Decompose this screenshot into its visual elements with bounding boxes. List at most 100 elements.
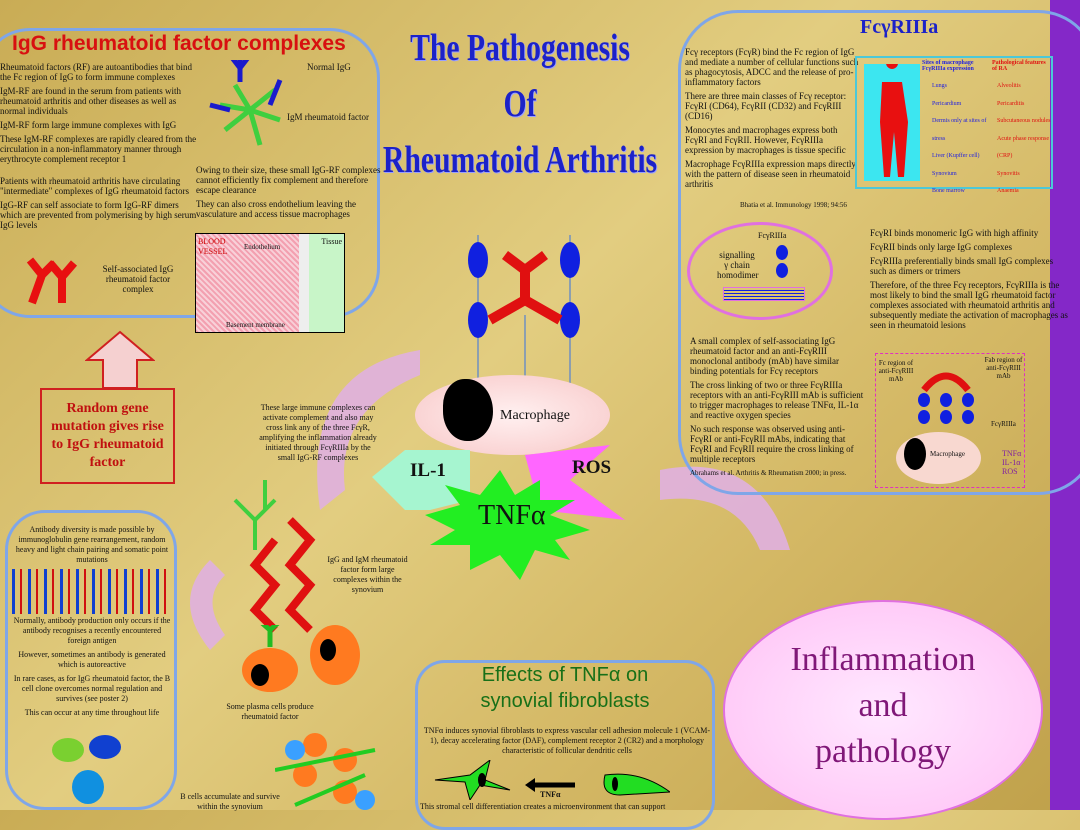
- citation: Abrahams et al. Arthritis & Rheumatism 2…: [690, 469, 847, 477]
- igm-complex-diagram: [209, 60, 283, 146]
- diversity-text: Antibody diversity is made possible by i…: [12, 525, 172, 722]
- b-cell-cluster: [275, 733, 376, 810]
- diversity-panel: [5, 510, 177, 810]
- para: The cross linking of two or three FcγRII…: [690, 380, 864, 420]
- fc-panel-heading: FcγRIIIa: [860, 16, 939, 38]
- cytokine-shapes: [372, 445, 625, 580]
- tnf-bottom-text: This stromal cell differentiation create…: [420, 802, 666, 811]
- il1-label: IL-1: [410, 460, 446, 481]
- site-item: Synovium: [932, 170, 957, 177]
- size-text: Owing to their size, these small IgG-RF …: [196, 165, 384, 223]
- para: Fcγ receptors (FcγR) bind the Fc region …: [685, 47, 859, 87]
- para: These IgM-RF complexes are rapidly clear…: [0, 134, 197, 164]
- blood-vessel-diagram: BLOOD VESSEL Endothelium Tissue Basement…: [195, 233, 345, 333]
- para: Normally, antibody production only occur…: [13, 616, 171, 645]
- output-item: ROS: [1002, 467, 1018, 476]
- feature-item: Acute phase response (CRP): [997, 135, 1049, 160]
- plasma-text: Some plasma cells produce rheumatoid fac…: [226, 702, 314, 721]
- fc-panel-text: Fcγ receptors (FcγR) bind the Fc region …: [685, 47, 860, 193]
- para: FcγRI binds monomeric IgG with high affi…: [870, 228, 1039, 238]
- citation: Bhatia et al. Immunology 1998; 94:56: [740, 201, 847, 209]
- para: However, sometimes an antibody is genera…: [18, 650, 166, 669]
- para: Patients with rheumatoid arthritis have …: [0, 176, 190, 196]
- fc-lower-text: A small complex of self-associating IgG …: [690, 336, 865, 482]
- fibroblast-diagram: [434, 760, 670, 800]
- random-mutation-box: Random gene mutation gives rise to IgG r…: [40, 388, 175, 484]
- igm-rf-label: IgM rheumatoid factor: [287, 112, 369, 122]
- inflammation-ellipse: Inflammation and pathology: [723, 600, 1043, 820]
- sites-header: Sites of macrophage FcγRIIIa expression: [922, 60, 974, 72]
- para: FcγRII binds only large IgG complexes: [870, 242, 1013, 252]
- para: Monocytes and macrophages express both F…: [685, 125, 846, 155]
- title-line: Rheumatoid Arthritis: [382, 139, 658, 181]
- normal-igg-label: Normal IgG: [307, 62, 351, 72]
- feature-item: Synovitis: [997, 170, 1020, 177]
- inflammation-line: pathology: [815, 733, 951, 770]
- para: IgM-RF are found in the serum from patie…: [0, 86, 181, 116]
- crosslink-diagram: Fc region of anti-FcγRIII mAb Fab region…: [875, 353, 1025, 488]
- ros-label: ROS: [572, 457, 612, 478]
- antibody-structure-icon: [52, 735, 121, 804]
- blood-vessel-label: BLOOD VESSEL: [198, 237, 228, 256]
- title-line: The Pathogenesis: [410, 27, 630, 69]
- para: IgM-RF form large immune complexes with …: [0, 120, 177, 130]
- feature-item: Subcutaneous nodules: [997, 118, 1051, 124]
- igg-panel-heading: IgG rheumatoid factor complexes: [12, 32, 346, 55]
- receptor-cell-diagram: FcγRIIIa signalling γ chain homodimer: [687, 222, 833, 320]
- site-item: Bone marrow: [932, 188, 965, 194]
- heading-line: synovial fibroblasts: [480, 690, 650, 712]
- bcells-text: B cells accumulate and survive within th…: [180, 792, 280, 811]
- complex-diagram: [233, 480, 316, 633]
- para: Owing to their size, these small IgG-RF …: [196, 165, 381, 195]
- macrophage-label: Macrophage: [930, 450, 965, 458]
- right-edge-strip: [1050, 0, 1080, 810]
- output-item: IL-1α: [1002, 458, 1021, 467]
- up-arrow-icon: [85, 330, 155, 389]
- inflammation-line: and: [858, 687, 908, 724]
- signalling-label: signalling γ chain homodimer: [717, 250, 759, 280]
- site-item: Dermis only at sites of stress: [932, 118, 987, 142]
- features-header: Pathological features of RA: [992, 60, 1046, 72]
- para: FcγRIIIa preferentially binds small IgG …: [870, 256, 1054, 276]
- cycle-arrows: [190, 350, 790, 650]
- para: In rare cases, as for IgG rheumatoid fac…: [13, 674, 171, 703]
- tnf-panel-heading: Effects of TNFα on synovial fibroblasts: [420, 662, 710, 714]
- para: They can also cross endothelium leaving …: [196, 199, 356, 219]
- macrophage-label: Macrophage: [500, 408, 570, 423]
- dna-icon: [12, 569, 172, 614]
- fc-right-text: FcγRI binds monomeric IgG with high affi…: [870, 228, 1070, 334]
- feature-item: Pericarditis: [997, 100, 1025, 107]
- complex-text: These large immune complexes can activat…: [259, 403, 377, 462]
- page-title: The Pathogenesis Of Rheumatoid Arthritis: [380, 20, 661, 188]
- receptor-label: FcγRIIIa: [758, 231, 787, 240]
- feature-item: Alveolitis: [997, 83, 1021, 89]
- site-item: Liver (Kupffer cell): [932, 153, 980, 159]
- igg-igm-text: IgG and IgM rheumatoid factor form large…: [327, 555, 408, 594]
- para: No such response was observed using anti…: [690, 424, 854, 464]
- basement-membrane-label: Basement membrane: [226, 321, 285, 329]
- para: Antibody diversity is made possible by i…: [15, 525, 169, 564]
- para: Rheumatoid factors (RF) are autoantibodi…: [0, 62, 192, 82]
- endothelium-label: Endothelium: [244, 243, 281, 251]
- para: Macrophage FcγRIIIa expression maps dire…: [685, 159, 856, 189]
- output-item: TNFα: [1002, 449, 1022, 458]
- self-associated-igg-icon: [26, 257, 78, 305]
- para: IgG-RF can self associate to form IgG-RF…: [0, 200, 197, 230]
- title-line: Of: [503, 83, 537, 125]
- site-item: Lungs: [932, 83, 947, 89]
- body-map-diagram: Sites of macrophage FcγRIIIa expression …: [855, 56, 1053, 194]
- inflammation-line: Inflammation: [790, 641, 976, 678]
- fcgr3a-label: FcγRIIIa: [991, 420, 1016, 428]
- heading-line: Effects of TNFα on: [481, 664, 649, 686]
- para: Therefore, of the three Fcγ receptors, F…: [870, 280, 1068, 330]
- site-item: Pericardium: [932, 100, 962, 107]
- feature-item: Anaemia: [997, 188, 1019, 194]
- macrophage-cell: Macrophage: [415, 375, 610, 455]
- igg-panel-text: Rheumatoid factors (RF) are autoantibodi…: [0, 62, 200, 234]
- para: This can occur at any time throughout li…: [24, 708, 160, 717]
- fc-region-label: Fc region of anti-FcγRIII mAb: [878, 359, 914, 383]
- tnf-arrow-label: TNFα: [540, 790, 561, 799]
- tnf-panel-text: TNFα induces synovial fibroblasts to exp…: [423, 726, 711, 755]
- para: There are three main classes of Fcγ rece…: [685, 91, 847, 121]
- tnf-label: TNFα: [478, 500, 546, 531]
